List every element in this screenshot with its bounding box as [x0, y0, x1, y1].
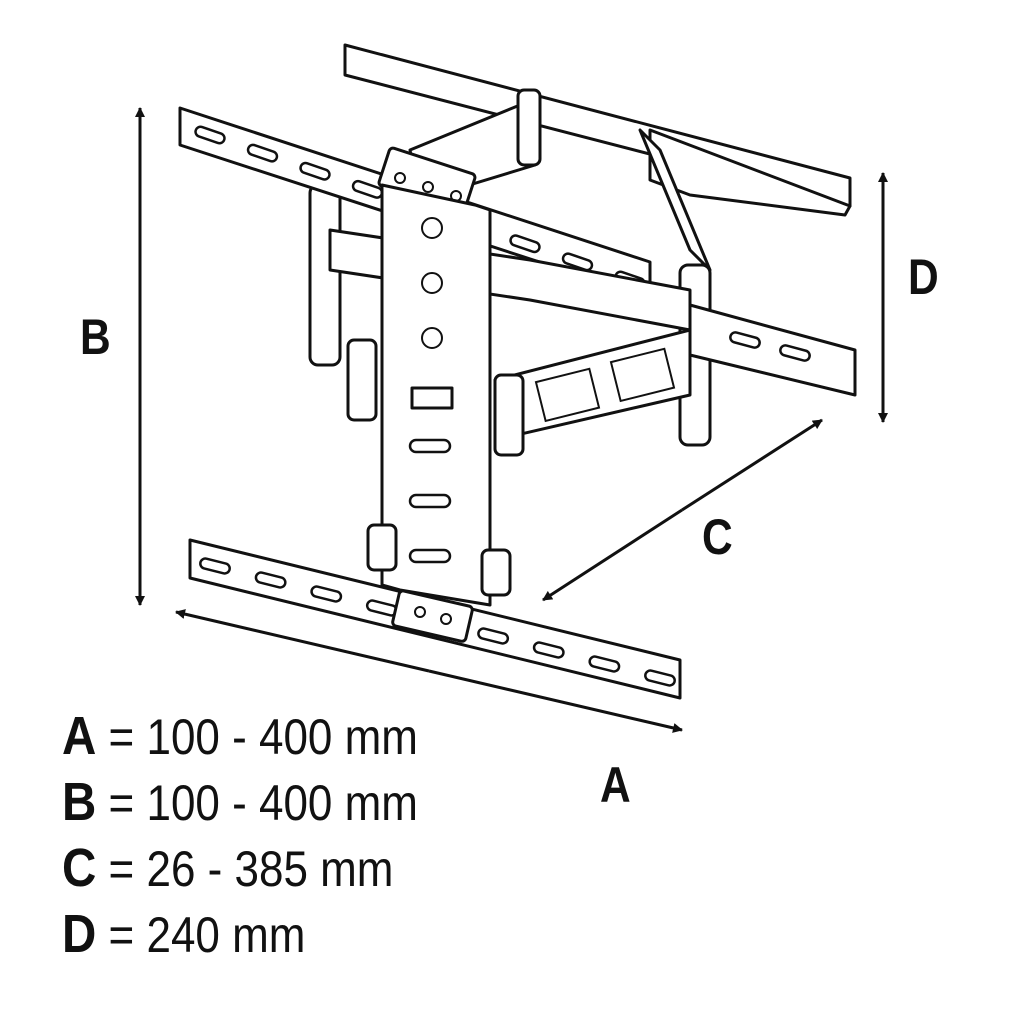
spec-line-b: B = 100 - 400 mm	[62, 771, 418, 833]
rail-slot	[246, 143, 279, 163]
rail-slot	[310, 585, 343, 603]
dimension-arrow-c	[681, 418, 823, 512]
dimension-arrow-a	[175, 609, 430, 673]
spec-value: = 26 - 385 mm	[108, 841, 394, 897]
rail-slot	[199, 557, 231, 575]
spec-value: = 240 mm	[108, 907, 306, 963]
tv-rail-top	[343, 43, 852, 217]
rail-slot	[254, 571, 287, 589]
dimension-label-a: A	[600, 757, 631, 813]
dimension-label-c: C	[702, 509, 733, 565]
tv-rail-right	[688, 303, 857, 397]
rail-slot	[644, 669, 676, 687]
spec-key: A	[62, 706, 97, 766]
spec-key: B	[62, 772, 97, 832]
spec-line-d: D = 240 mm	[62, 903, 305, 965]
vertical-wall-plate	[366, 183, 512, 607]
rail-slot	[588, 655, 621, 673]
rail-slot	[299, 161, 331, 181]
rail-slot	[509, 234, 541, 254]
spec-line-c: C = 26 - 385 mm	[62, 837, 393, 899]
spec-value: = 100 - 400 mm	[108, 775, 418, 831]
wall-rail-bottom	[188, 538, 682, 700]
rail-slot	[532, 641, 565, 659]
spec-key: C	[62, 838, 97, 898]
dimension-label-d: D	[908, 249, 939, 305]
rail-slot	[477, 627, 510, 645]
spec-line-a: A = 100 - 400 mm	[62, 705, 418, 767]
spec-key: D	[62, 904, 97, 964]
rail-slot	[194, 125, 226, 145]
dimension-label-b: B	[80, 309, 111, 365]
spec-value: = 100 - 400 mm	[108, 709, 418, 765]
rail-slot	[561, 252, 594, 272]
